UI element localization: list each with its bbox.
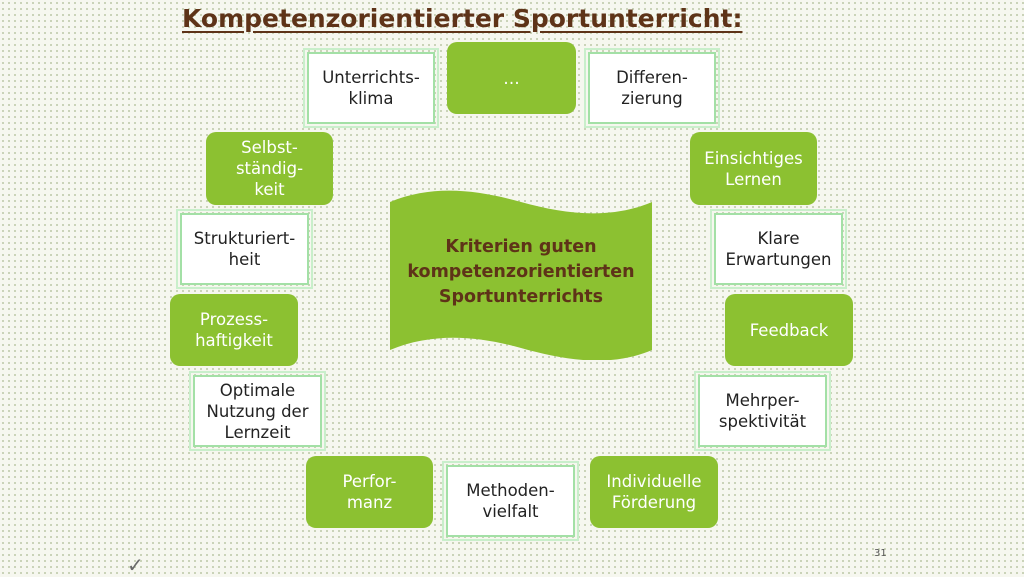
criterion-prozesshaftigkeit: Prozess- haftigkeit (170, 294, 298, 366)
criterion-klare-erwartungen: Klare Erwartungen (710, 209, 847, 289)
criterion-feedback: Feedback (725, 294, 853, 366)
criterion-unterrichtsklima: Unterrichts- klima (303, 48, 439, 128)
criterion-selbststaendigkeit: Selbst- ständig- keit (206, 132, 333, 205)
slide-title: Kompetenzorientierter Sportunterricht: (182, 4, 743, 33)
criterion-methodenvielfalt: Methoden- vielfalt (442, 461, 579, 541)
criterion-einsichtiges-lernen: Einsichtiges Lernen (690, 132, 817, 205)
criterion-mehrperspektivitaet: Mehrper- spektivität (694, 371, 831, 451)
criterion-optimale-nutzung-der-lernzeit: Optimale Nutzung der Lernzeit (189, 371, 326, 451)
criterion-performanz: Perfor- manz (306, 456, 433, 528)
center-banner-label: Kriterien guten kompetenzorientierten Sp… (407, 236, 635, 307)
criterion-differenzierung: Differen- zierung (584, 48, 720, 128)
criterion-individuelle-foerderung: Individuelle Förderung (590, 456, 718, 528)
criterion-ellipsis: … (447, 42, 576, 114)
page-number: 31 (874, 548, 887, 559)
criterion-strukturiertheit: Strukturiert- heit (176, 209, 313, 289)
center-banner (390, 190, 652, 360)
checkmark-icon: ✓ (127, 553, 144, 577)
